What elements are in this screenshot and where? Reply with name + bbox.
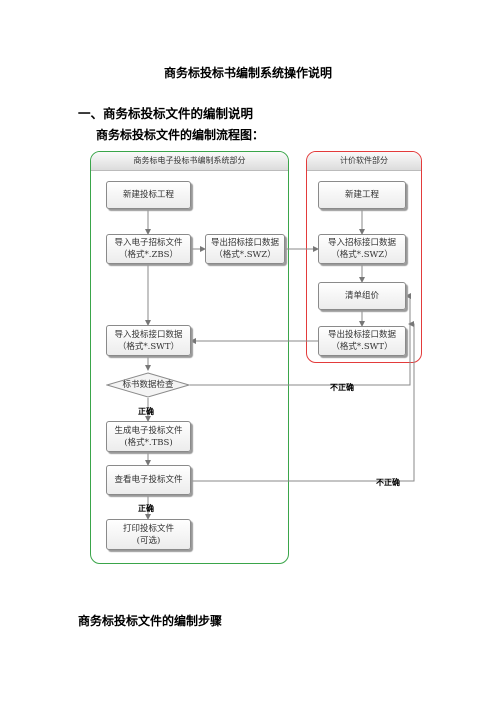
node-label: 导出招标接口数据	[210, 238, 279, 248]
node-data-check-label: 标书数据检查	[122, 380, 174, 390]
node-label: 打印投标文件	[122, 523, 174, 534]
node-label: 导入招标接口数据	[327, 238, 396, 248]
node-label: 导入电子招标文件	[114, 238, 183, 248]
node-label: 查看电子投标文件	[114, 475, 183, 485]
node-label: 导出投标接口数据	[327, 330, 396, 340]
loop-view-incorrect	[191, 321, 415, 482]
node-label-format: （格式*.SWT）	[117, 341, 180, 352]
node-label-format: （格式*.SWT）	[331, 342, 393, 352]
node-import-bid-file: 导入电子招标文件 （格式*.ZBS）	[106, 234, 191, 264]
node-label: 清单组价	[344, 291, 379, 301]
node-new-project-pricing: 新建工程	[318, 181, 406, 209]
node-label: 导入投标接口数据	[114, 329, 183, 340]
node-export-bid-interface: 导出招标接口数据 （格式*.SWZ）	[205, 234, 285, 264]
group-pricing-software: 计价软件部分	[306, 151, 422, 363]
node-label-optional: (可选)	[136, 535, 161, 546]
section-heading-1: 一、商务标投标文件的编制说明	[78, 106, 254, 121]
group-bid-system: 商务标电子投标书编制系统部分	[90, 151, 289, 564]
document-title: 商务标投标书编制系统操作说明	[163, 66, 332, 80]
node-list-pricing: 清单组价	[318, 282, 406, 310]
node-label-format: （格式*.SWZ）	[331, 250, 393, 260]
node-view-tender-file: 查看电子投标文件	[106, 465, 191, 495]
group-bid-system-title: 商务标电子投标书编制系统部分	[91, 152, 288, 171]
node-new-bid-project: 新建投标工程	[106, 181, 191, 209]
node-export-tender-interface: 导出投标接口数据 （格式*.SWT）	[318, 326, 406, 356]
section-heading-2: 商务标投标文件的编制步骤	[78, 614, 223, 628]
node-generate-tender-file: 生成电子投标文件 (格式*.TBS)	[106, 421, 191, 452]
edge-label-incorrect-2: 不正确	[376, 478, 400, 487]
edge-label-correct-2: 正确	[138, 504, 154, 513]
node-import-tender-interface: 导入投标接口数据 （格式*.SWT）	[106, 325, 191, 356]
node-print-tender-file: 打印投标文件 (可选)	[106, 519, 191, 550]
group-pricing-software-title: 计价软件部分	[307, 152, 421, 171]
node-data-check-diamond	[106, 372, 190, 398]
node-label-format: (格式*.TBS)	[124, 437, 173, 448]
edge-label-incorrect-1: 不正确	[330, 383, 354, 392]
node-import-bid-interface: 导入招标接口数据 （格式*.SWZ）	[318, 234, 406, 264]
node-label: 生成电子投标文件	[114, 425, 183, 436]
node-label: 新建工程	[344, 190, 379, 200]
flowchart-heading: 商务标投标文件的编制流程图：	[96, 128, 265, 142]
node-label-format: （格式*.SWZ）	[214, 250, 276, 260]
node-label: 新建投标工程	[122, 190, 174, 200]
edge-label-correct-1: 正确	[138, 407, 154, 416]
node-label-format: （格式*.ZBS）	[119, 250, 178, 260]
loop-check-incorrect	[190, 293, 411, 386]
